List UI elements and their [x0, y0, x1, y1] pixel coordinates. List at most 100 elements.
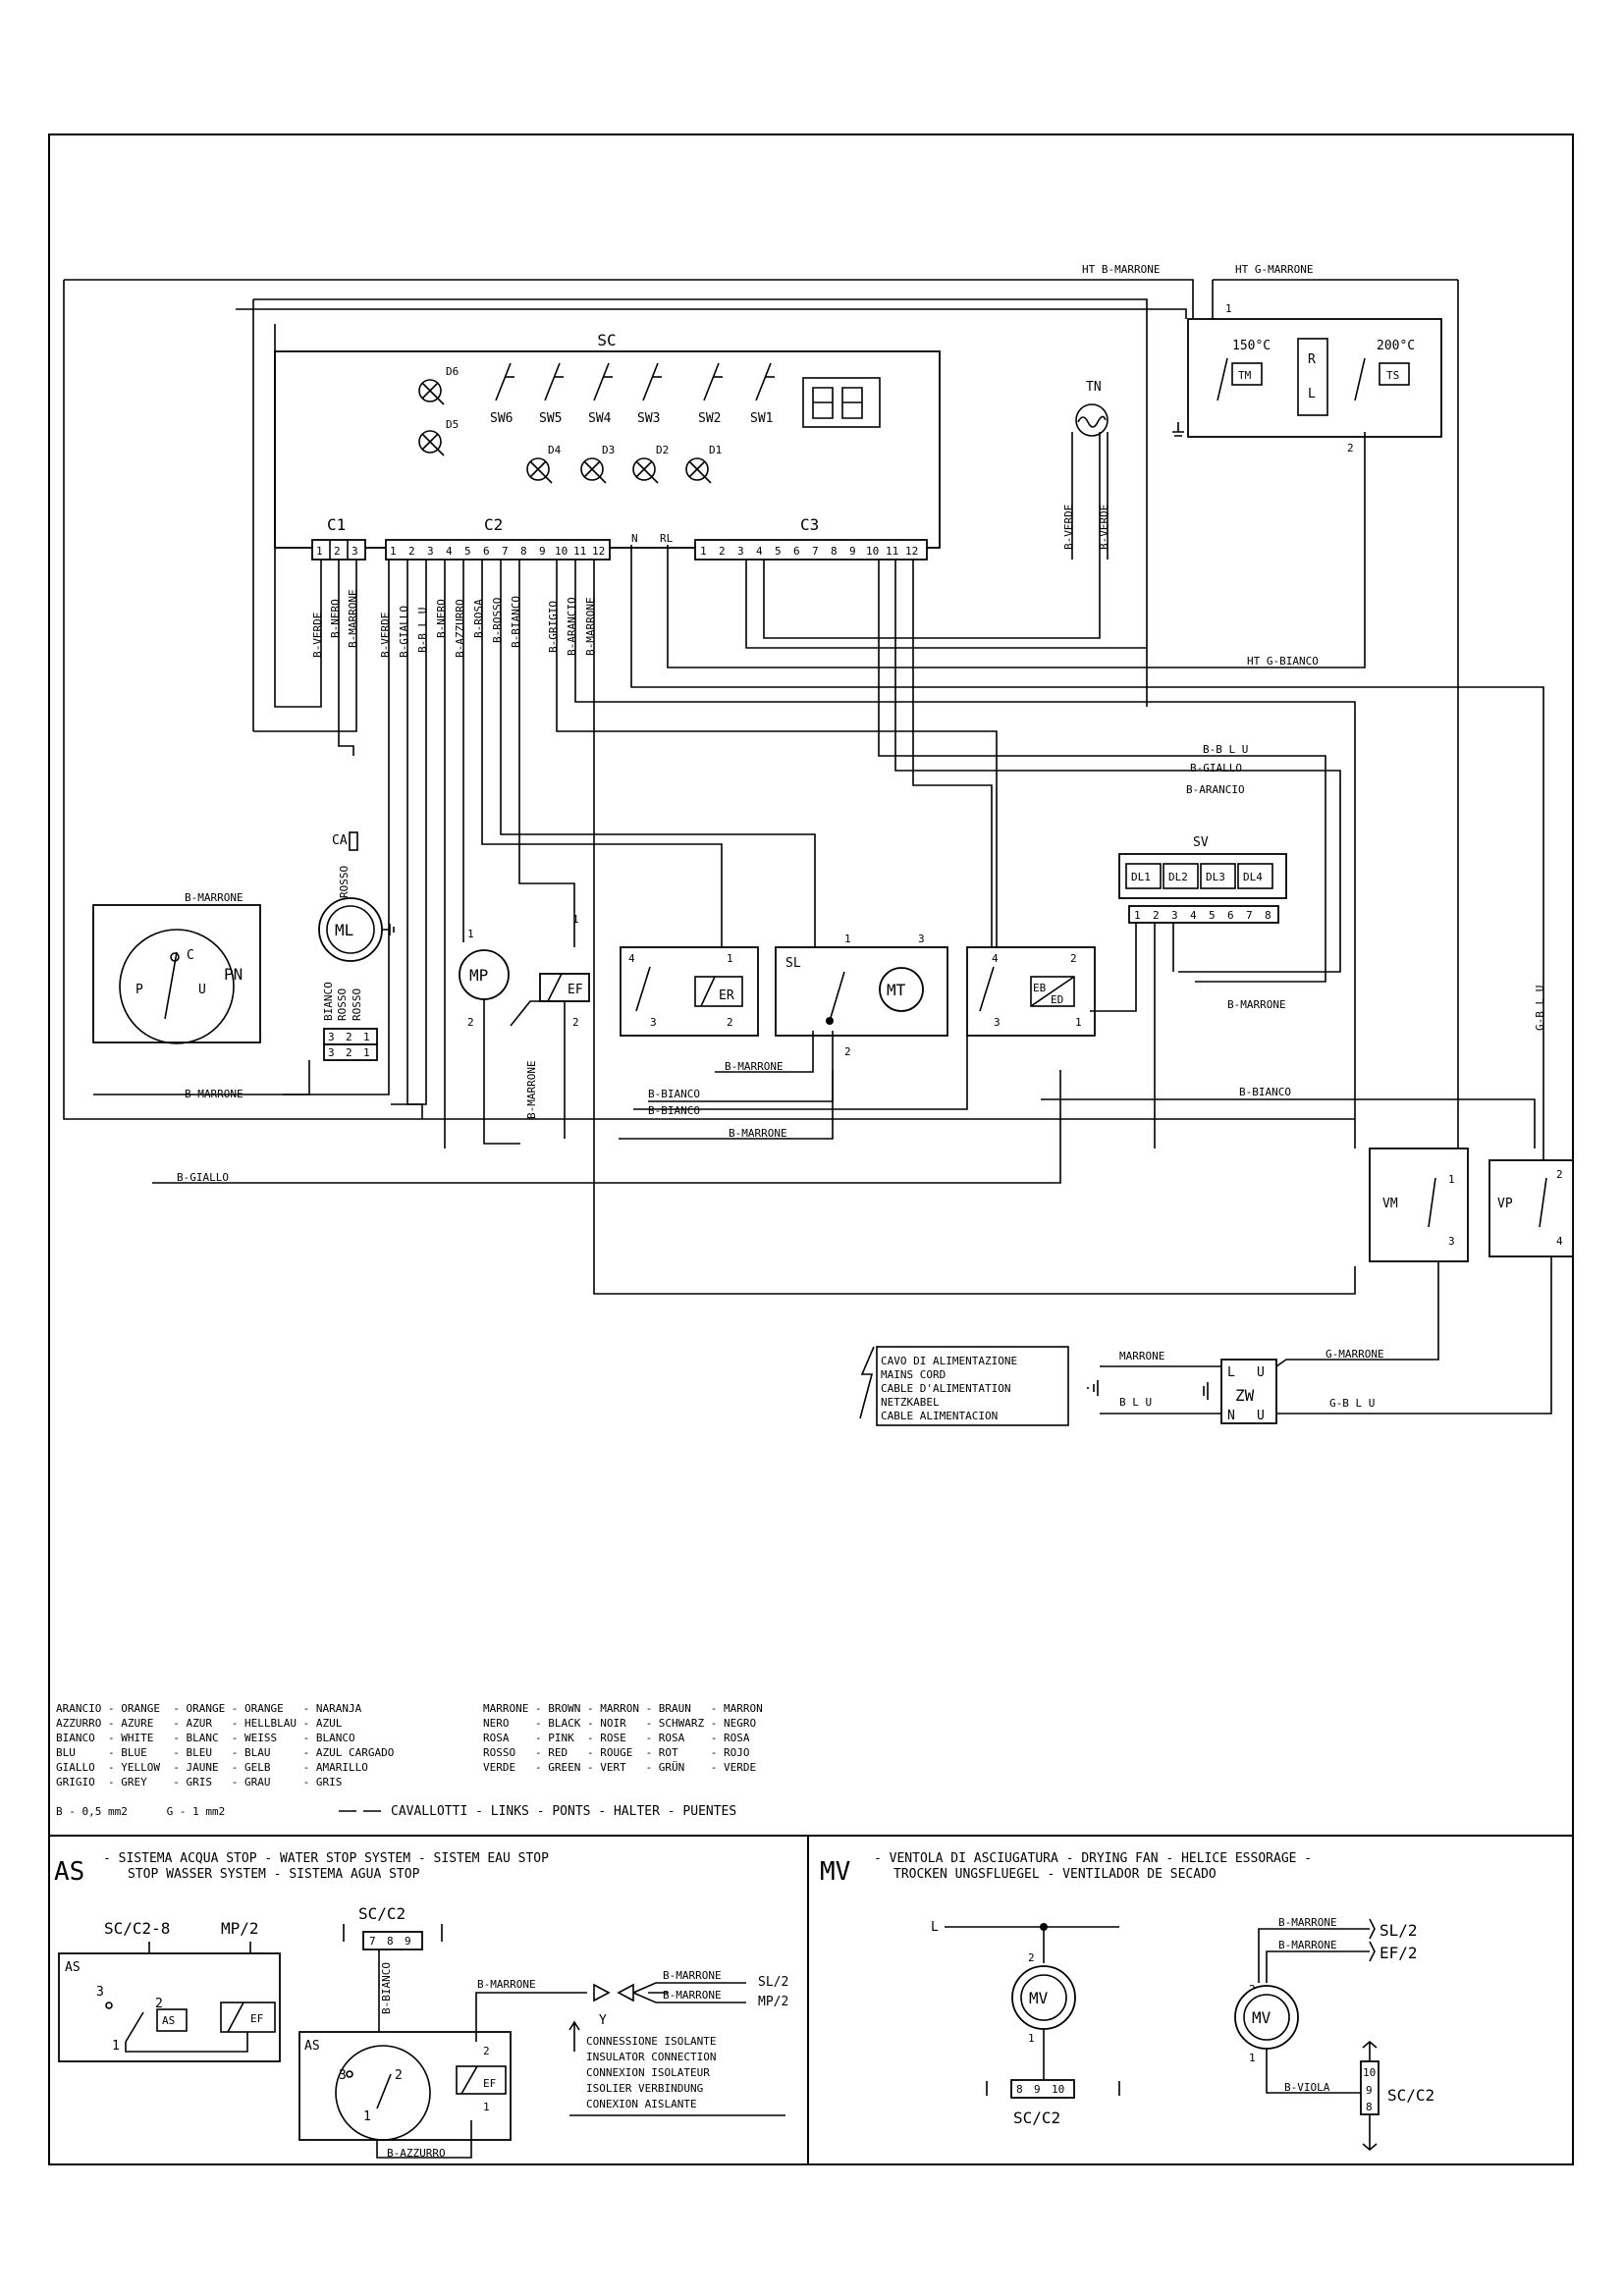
svg-text:C: C [187, 948, 194, 963]
svg-text:U: U [198, 983, 206, 997]
mains-cord: CAVO DI ALIMENTAZIONE MAINS CORD CABLE D… [859, 1346, 1099, 1426]
svg-text:BIANCO: BIANCO [322, 982, 335, 1021]
led-d2: D2 [632, 444, 669, 484]
svg-text:2: 2 [408, 545, 415, 558]
svg-text:4: 4 [1556, 1235, 1563, 1248]
svg-text:CONEXION AISLANTE: CONEXION AISLANTE [586, 2098, 697, 2110]
svg-text:1: 1 [1134, 909, 1141, 922]
led-d5: D5 [418, 418, 459, 456]
button-sw3: SW3 [637, 362, 662, 426]
button-sw1: SW1 [750, 362, 775, 426]
svg-text:AS: AS [304, 2039, 320, 2054]
svg-text:EB: EB [1033, 982, 1047, 994]
svg-text:1: 1 [483, 2101, 490, 2113]
svg-text:2: 2 [346, 1046, 352, 1059]
timer-sl-mt: SL 1 3 2 MT [775, 933, 948, 1058]
svg-text:D4: D4 [548, 444, 562, 456]
page-border [48, 133, 1574, 2165]
svg-text:Y: Y [599, 2013, 607, 2028]
button-sw2: SW2 [698, 362, 723, 426]
svg-text:7: 7 [369, 1935, 376, 1948]
button-sw4: SW4 [588, 362, 613, 426]
svg-text:B-BIANCO: B-BIANCO [380, 1962, 393, 2014]
svg-text:U: U [1257, 1365, 1265, 1380]
svg-text:B-MARRONE: B-MARRONE [185, 891, 243, 904]
svg-text:SW6: SW6 [490, 411, 513, 426]
svg-text:B-GRIGIO: B-GRIGIO [547, 601, 560, 653]
svg-text:B-ROSSO: B-ROSSO [491, 598, 504, 643]
svg-text:SW5: SW5 [539, 411, 562, 426]
svg-text:CA: CA [332, 833, 348, 848]
svg-text:SV: SV [1193, 835, 1209, 850]
svg-text:ML: ML [335, 921, 353, 939]
led-d6: D6 [418, 365, 459, 405]
svg-text:ISOLIER VERBINDUNG: ISOLIER VERBINDUNG [586, 2082, 703, 2095]
svg-text:B-NERO: B-NERO [435, 599, 448, 638]
svg-text:AS: AS [54, 1857, 84, 1887]
svg-text:HT G-BIANCO: HT G-BIANCO [1247, 655, 1319, 667]
svg-text:4: 4 [628, 952, 635, 965]
svg-text:2: 2 [1028, 1951, 1035, 1964]
switch-vm: VM 1 3 [1369, 1148, 1469, 1262]
svg-text:EF: EF [250, 2012, 263, 2025]
svg-text:B-AZZURRO: B-AZZURRO [454, 599, 466, 658]
svg-text:1: 1 [1075, 1016, 1082, 1029]
svg-text:EF: EF [483, 2077, 496, 2090]
svg-text:10: 10 [1363, 2066, 1376, 2079]
svg-text:CONNEXION ISOLATEUR: CONNEXION ISOLATEUR [586, 2066, 710, 2079]
svg-text:CABLE D'ALIMENTATION: CABLE D'ALIMENTATION [881, 1382, 1010, 1395]
svg-text:C3: C3 [800, 515, 819, 534]
svg-text:P: P [135, 983, 143, 997]
svg-text:G-B L U: G-B L U [1329, 1397, 1375, 1410]
svg-text:1: 1 [572, 913, 579, 926]
svg-text:1: 1 [844, 933, 851, 945]
svg-text:B-BIANCO: B-BIANCO [510, 596, 522, 648]
svg-text:PN: PN [224, 965, 243, 984]
svg-text:SC/C2-8: SC/C2-8 [104, 1919, 170, 1938]
svg-text:B-MARRONE: B-MARRONE [1278, 1916, 1337, 1929]
svg-text:TROCKEN UNGSFLUEGEL - VENTILAD: TROCKEN UNGSFLUEGEL - VENTILADOR DE SECA… [893, 1867, 1217, 1882]
svg-text:MAINS CORD: MAINS CORD [881, 1368, 946, 1381]
svg-text:ZW: ZW [1235, 1386, 1255, 1405]
svg-text:MV: MV [1029, 1989, 1049, 2007]
heater-group: HT B-MARRONE HT G-MARRONE 1 2 150°C TM 2… [1082, 263, 1442, 454]
svg-text:MARRONE: MARRONE [1119, 1350, 1164, 1362]
button-sw6: SW6 [490, 362, 514, 426]
svg-text:DL4: DL4 [1243, 871, 1263, 883]
seven-segment-display [802, 377, 881, 428]
svg-text:C1: C1 [327, 515, 346, 534]
svg-text:B-MARRONE: B-MARRONE [1227, 998, 1286, 1011]
svg-text:6: 6 [483, 545, 490, 558]
svg-text:BIANCO - WHITE - BLANC - W: BIANCO - WHITE - BLANC - WEISS - BLANCO [56, 1732, 355, 1744]
svg-text:SW2: SW2 [698, 411, 721, 426]
svg-text:AS: AS [162, 2014, 175, 2027]
svg-text:ROSSO: ROSSO [351, 988, 363, 1021]
drum-motor-ml: ML CA ROSSO BIANCO ROSSO ROSSO 3 2 1 3 2… [318, 831, 395, 1061]
svg-text:VM: VM [1382, 1197, 1398, 1211]
sv-board: SV DL1 DL2 DL3 DL4 1 2 3 4 5 6 7 8 [1118, 835, 1287, 924]
svg-text:3: 3 [918, 933, 925, 945]
svg-text:ARANCIO - ORANGE - ORANGE - O: ARANCIO - ORANGE - ORANGE - ORANGE - NAR… [56, 1702, 362, 1715]
svg-text:B-MARRONE: B-MARRONE [525, 1060, 538, 1119]
svg-text:3: 3 [339, 2068, 347, 2083]
svg-text:10: 10 [1052, 2083, 1064, 2096]
svg-text:NERO - BLACK - NOIR - SCH: NERO - BLACK - NOIR - SCHWARZ - NEGRO [483, 1717, 756, 1730]
svg-text:8: 8 [387, 1935, 394, 1948]
svg-text:SW3: SW3 [637, 411, 660, 426]
svg-text:GIALLO - YELLOW - JAUNE - G: GIALLO - YELLOW - JAUNE - GELB - AMARILL… [56, 1761, 368, 1774]
svg-text:2: 2 [1347, 442, 1354, 454]
svg-text:SL/2: SL/2 [758, 1975, 788, 1990]
svg-text:B-MARRONE: B-MARRONE [584, 597, 597, 656]
svg-text:B-VERDE: B-VERDE [311, 613, 324, 658]
switch-vp: VP 2 4 [1488, 1159, 1574, 1257]
svg-text:MV: MV [820, 1857, 850, 1887]
svg-text:AS: AS [65, 1960, 81, 1975]
svg-text:B-B L U: B-B L U [416, 608, 429, 653]
svg-text:4: 4 [446, 545, 453, 558]
svg-text:G-MARRONE: G-MARRONE [1325, 1348, 1384, 1361]
svg-text:8: 8 [1016, 2083, 1023, 2096]
svg-text:- VENTOLA DI ASCIUGATURA - DRY: - VENTOLA DI ASCIUGATURA - DRYING FAN - … [874, 1851, 1312, 1866]
svg-text:3: 3 [427, 545, 434, 558]
svg-text:2: 2 [334, 545, 341, 558]
svg-text:MP/2: MP/2 [758, 1995, 788, 2009]
